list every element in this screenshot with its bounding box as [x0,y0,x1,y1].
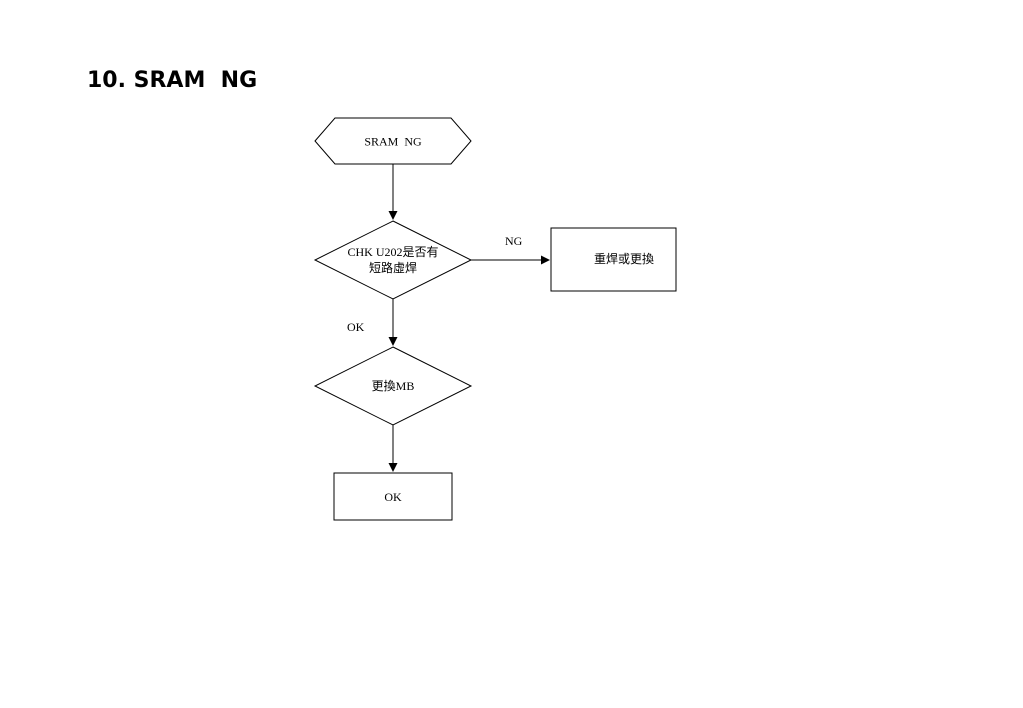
action-resolder-box [550,227,677,292]
decision-replace-mb-label-prefix: 更換 [372,379,396,393]
decision-replace-mb: 更換MB [313,346,473,426]
decision-check-label-line2: 短路虛焊 [369,260,417,275]
page-title: 10. SRAM NG [87,68,258,93]
decision-replace-mb-label: 更換MB [372,379,415,393]
start-node: SRAM NG [314,117,472,165]
action-resolder-replace: 重焊或更換 [550,227,677,292]
action-resolder-label: 重焊或更換 [594,251,654,266]
end-label: OK [384,490,402,504]
start-label: SRAM NG [364,135,422,149]
edge-label-ok: OK [347,320,365,334]
end-box [333,472,453,521]
decision-replace-mb-label-suffix: MB [396,379,415,393]
start-hexagon [314,117,472,165]
decision-check-u202: CHK U202是否有 短路虛焊 [313,220,473,300]
end-node: OK [333,472,453,521]
decision-check-diamond [313,220,473,300]
edge-label-ng: NG [505,234,523,248]
decision-check-label-line1: CHK U202是否有 [347,245,438,259]
